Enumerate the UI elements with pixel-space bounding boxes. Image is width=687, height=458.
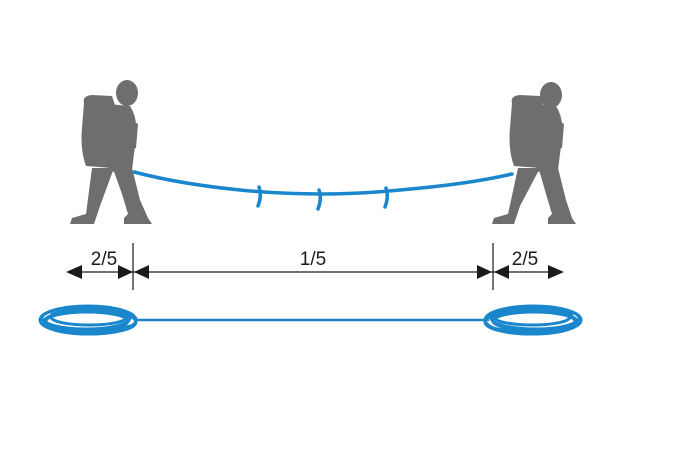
rope-knot <box>256 185 263 208</box>
arrow-right-outer <box>548 265 564 279</box>
dimension-label-left: 2/5 <box>91 249 117 270</box>
dimension-line <box>66 243 564 290</box>
left-hiker-icon <box>70 80 152 224</box>
right-hiker-icon <box>492 82 576 224</box>
rope-coil-right <box>483 304 583 336</box>
arrow-right-inner-left <box>477 265 492 279</box>
connecting-rope <box>132 170 514 211</box>
rope-coil-left <box>38 304 138 336</box>
arrow-left-inner-right <box>134 265 149 279</box>
dimension-label-right: 2/5 <box>512 249 538 270</box>
arrow-right-inner-right <box>494 265 509 279</box>
coiled-rope <box>38 304 583 336</box>
arrow-left-inner-left <box>118 265 133 279</box>
dimension-label-middle: 1/5 <box>300 249 326 270</box>
rope-knot <box>316 188 323 211</box>
arrow-left-outer <box>66 265 82 279</box>
rope-knot <box>383 186 390 209</box>
